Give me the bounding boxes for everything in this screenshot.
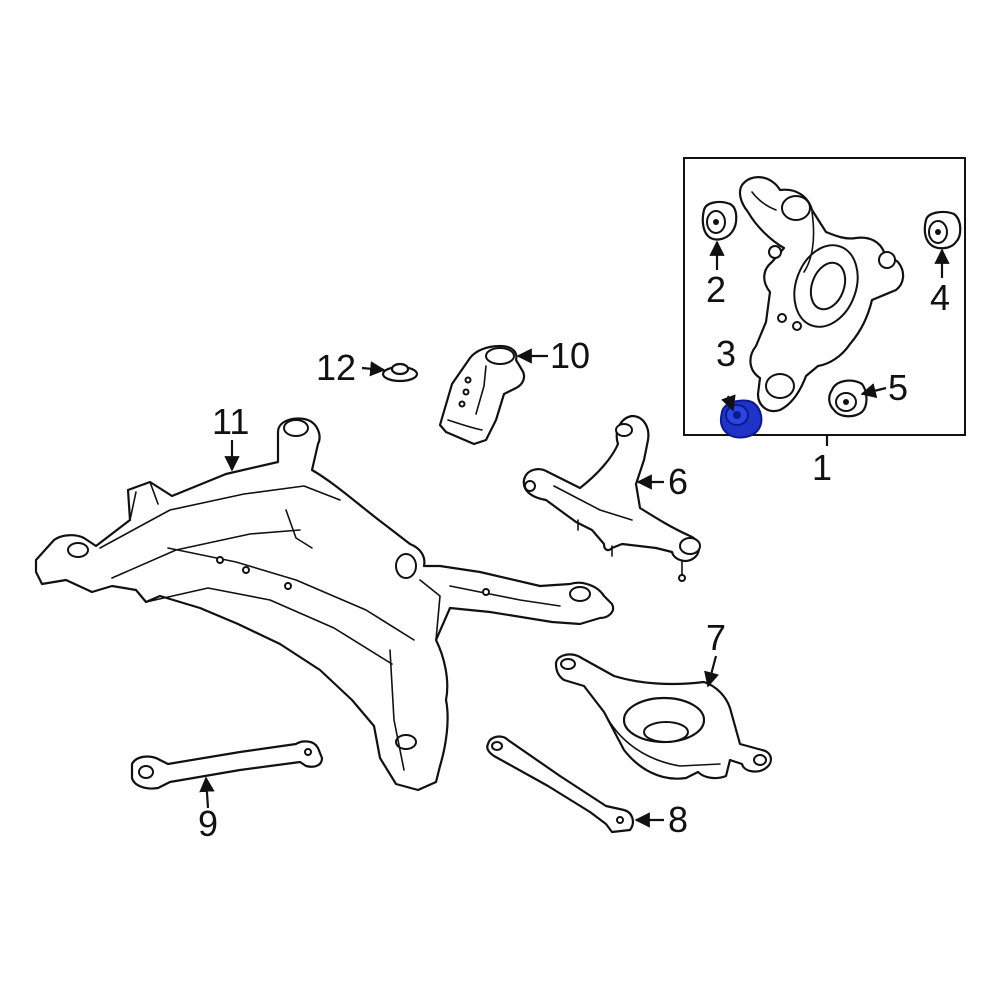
callout-label-2: 2 — [706, 269, 726, 310]
callout-8: 8 — [634, 799, 688, 840]
bushing-2 — [701, 200, 738, 241]
callout-9: 9 — [198, 776, 218, 844]
callout-label-3: 3 — [716, 333, 736, 374]
callout-label-5: 5 — [888, 367, 908, 408]
bracket-10 — [438, 344, 526, 446]
washer-12 — [381, 362, 419, 383]
callout-10: 10 — [516, 335, 590, 376]
bushing-5 — [828, 379, 868, 418]
lower-arm-7 — [554, 653, 772, 780]
callout-3: 3 — [716, 333, 736, 412]
callout-2: 2 — [706, 240, 726, 310]
callout-1: 1 — [812, 447, 832, 488]
steering-knuckle — [738, 176, 905, 413]
callout-label-12: 12 — [316, 347, 356, 388]
bushing-3-highlighted — [719, 399, 763, 439]
callout-label-10: 10 — [550, 335, 590, 376]
bushing-4 — [923, 210, 962, 250]
callout-label-7: 7 — [706, 617, 726, 658]
upper-arm-6 — [522, 414, 701, 582]
callout-label-6: 6 — [668, 461, 688, 502]
callout-label-4: 4 — [930, 277, 950, 318]
callout-6: 6 — [636, 461, 688, 502]
callout-12: 12 — [316, 347, 386, 388]
callout-4: 4 — [930, 248, 950, 318]
subframe-11 — [34, 417, 615, 792]
callout-5: 5 — [860, 367, 908, 408]
knuckle-assembly-inset — [683, 157, 966, 446]
callout-7: 7 — [704, 617, 726, 688]
callout-label-11: 11 — [212, 401, 249, 442]
callout-label-9: 9 — [198, 803, 218, 844]
callout-label-1: 1 — [812, 447, 832, 488]
callout-11: 11 — [212, 401, 249, 472]
link-9 — [130, 740, 324, 790]
callout-label-8: 8 — [668, 799, 688, 840]
link-8 — [486, 735, 634, 834]
